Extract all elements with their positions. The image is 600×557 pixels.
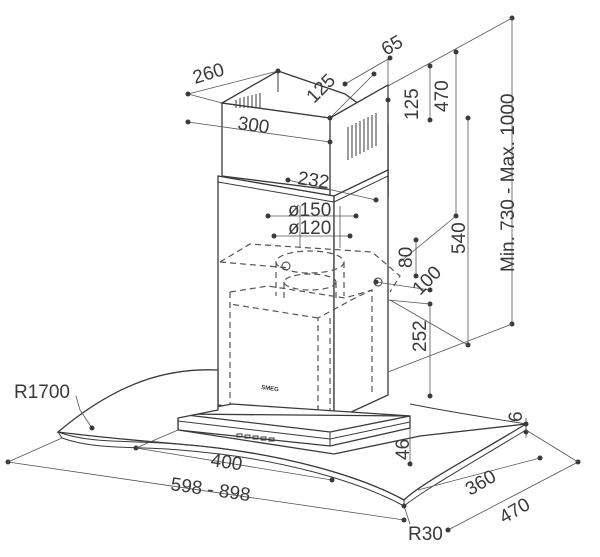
dim-dia-150: ø150 bbox=[288, 200, 331, 221]
dim-400: 400 bbox=[209, 450, 243, 475]
upper-chimney bbox=[220, 70, 389, 200]
dim-6: 6 bbox=[506, 411, 527, 422]
control-buttons bbox=[236, 433, 275, 442]
brand-logo: SMEG bbox=[261, 385, 280, 393]
dim-260: 260 bbox=[190, 59, 226, 88]
dim-80: 80 bbox=[396, 247, 417, 268]
dim-range-height: Min. 730 - Max. 1000 bbox=[498, 94, 519, 272]
dim-470-height: 470 bbox=[432, 80, 453, 112]
vent-slots-right bbox=[347, 113, 377, 160]
dim-46: 46 bbox=[393, 439, 414, 460]
dim-125-height: 125 bbox=[402, 88, 423, 120]
motor-housing-hidden bbox=[229, 285, 373, 425]
dim-470-depth: 470 bbox=[496, 494, 534, 528]
dim-232: 232 bbox=[296, 168, 330, 193]
dim-65: 65 bbox=[378, 32, 407, 61]
dim-r30: R30 bbox=[408, 524, 443, 545]
curved-glass-canopy bbox=[56, 369, 527, 507]
canopy-base bbox=[177, 403, 411, 447]
dim-252: 252 bbox=[410, 320, 431, 352]
dim-dia-120: ø120 bbox=[288, 218, 331, 239]
duct-collar-hidden bbox=[219, 243, 401, 300]
dim-360: 360 bbox=[462, 466, 500, 500]
dimension-lines bbox=[5, 15, 581, 533]
dim-540: 540 bbox=[449, 222, 470, 254]
vent-slots-left bbox=[235, 93, 261, 108]
dim-300: 300 bbox=[236, 113, 270, 138]
dim-598-898: 598 - 898 bbox=[169, 474, 251, 506]
dim-r1700: R1700 bbox=[14, 382, 70, 403]
